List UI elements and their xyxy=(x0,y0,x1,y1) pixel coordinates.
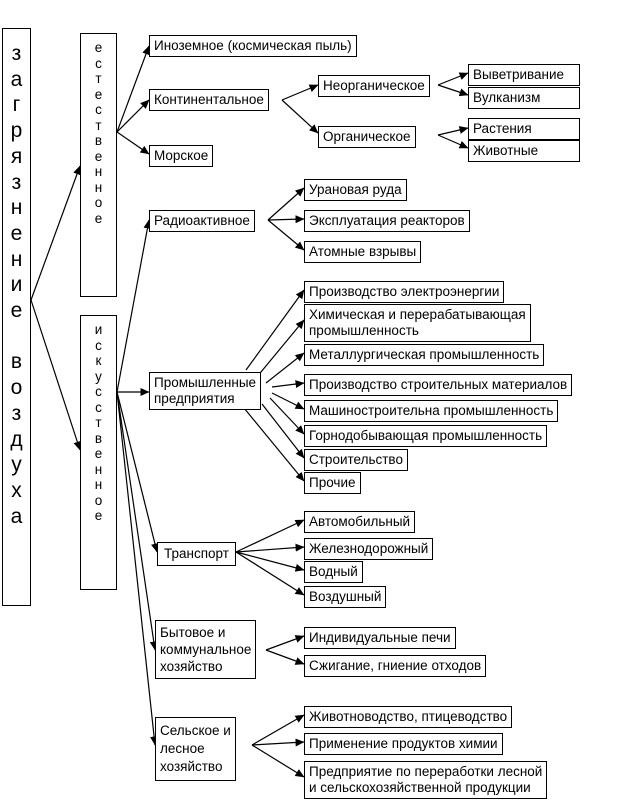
node-marine: Морское xyxy=(149,145,214,167)
node-industrial: Промышленные предприятия xyxy=(149,372,262,410)
node-volcanism: Вулканизм xyxy=(468,87,580,109)
node-agriculture: Сельское и лесное хозяйство xyxy=(155,717,236,781)
transport-item: Железнодорожный xyxy=(304,538,434,560)
main-title-box: з а г р я з н е н и е в о з д у х а xyxy=(2,28,31,606)
node-radioactive: Радиоактивное xyxy=(149,210,255,232)
industrial-item: Горнодобывающая промышленность xyxy=(304,425,548,447)
natural-label: е с т е с т в е н н о е xyxy=(94,40,103,226)
household-item: Сжигание, гниение отходов xyxy=(304,655,487,677)
transport-item: Воздушный xyxy=(304,586,387,608)
agriculture-item: Животноводство, птицеводство xyxy=(304,706,513,728)
industrial-item: Производство электроэнергии xyxy=(304,281,505,303)
node-foreign: Иноземное (космическая пыль) xyxy=(149,35,357,57)
node-transport: Транспорт xyxy=(157,542,236,566)
artificial-box: и с к у с с т в е н н о е xyxy=(80,315,117,590)
artificial-label: и с к у с с т в е н н о е xyxy=(94,322,103,523)
node-inorganic: Неорганическое xyxy=(318,75,430,97)
node-continental: Континентальное xyxy=(149,89,269,111)
agriculture-item: Предприятие по переработки лесной и сель… xyxy=(304,761,548,799)
industrial-item: Производство строительных материалов xyxy=(304,374,573,396)
radioactive-item: Атомные взрывы xyxy=(304,241,422,263)
transport-item: Автомобильный xyxy=(304,511,416,533)
agriculture-item: Применение продуктов химии xyxy=(304,733,503,755)
node-animals: Животные xyxy=(468,140,580,162)
household-item: Индивидуальные печи xyxy=(304,627,456,649)
radioactive-item: Эксплуатация реакторов xyxy=(304,210,470,232)
industrial-item: Прочие xyxy=(304,472,361,494)
main-title: з а г р я з н е н и е в о з д у х а xyxy=(10,42,23,528)
industrial-item: Машиностроительна промышленность xyxy=(304,400,559,422)
natural-box: е с т е с т в е н н о е xyxy=(80,33,117,297)
radioactive-item: Урановая руда xyxy=(304,179,407,201)
node-organic: Органическое xyxy=(318,126,416,148)
node-household: Бытовое и коммунальное хозяйство xyxy=(155,620,257,679)
industrial-item: Строительство xyxy=(304,449,408,471)
transport-item: Водный xyxy=(304,561,363,583)
node-weathering: Выветривание xyxy=(468,64,580,86)
industrial-item: Металлургическая промышленность xyxy=(304,344,545,366)
industrial-item: Химическая и перерабатывающая промышленн… xyxy=(304,304,531,342)
node-plants: Растения xyxy=(468,118,580,140)
